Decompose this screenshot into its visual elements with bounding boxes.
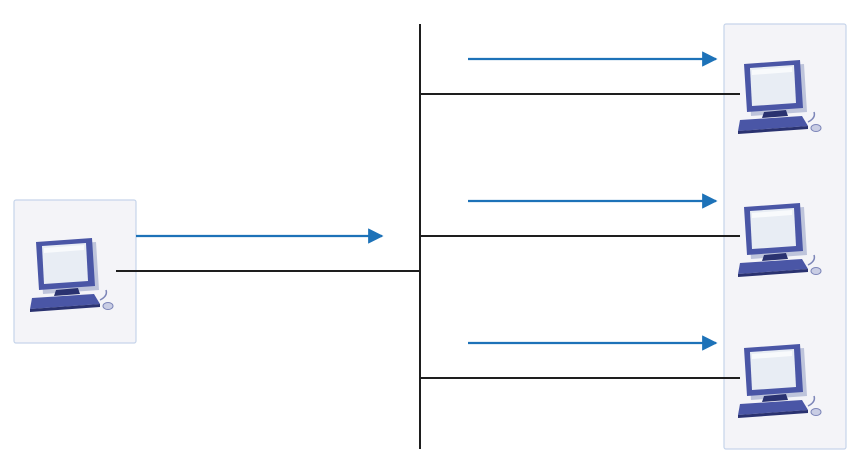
network-diagram — [13, 23, 847, 450]
